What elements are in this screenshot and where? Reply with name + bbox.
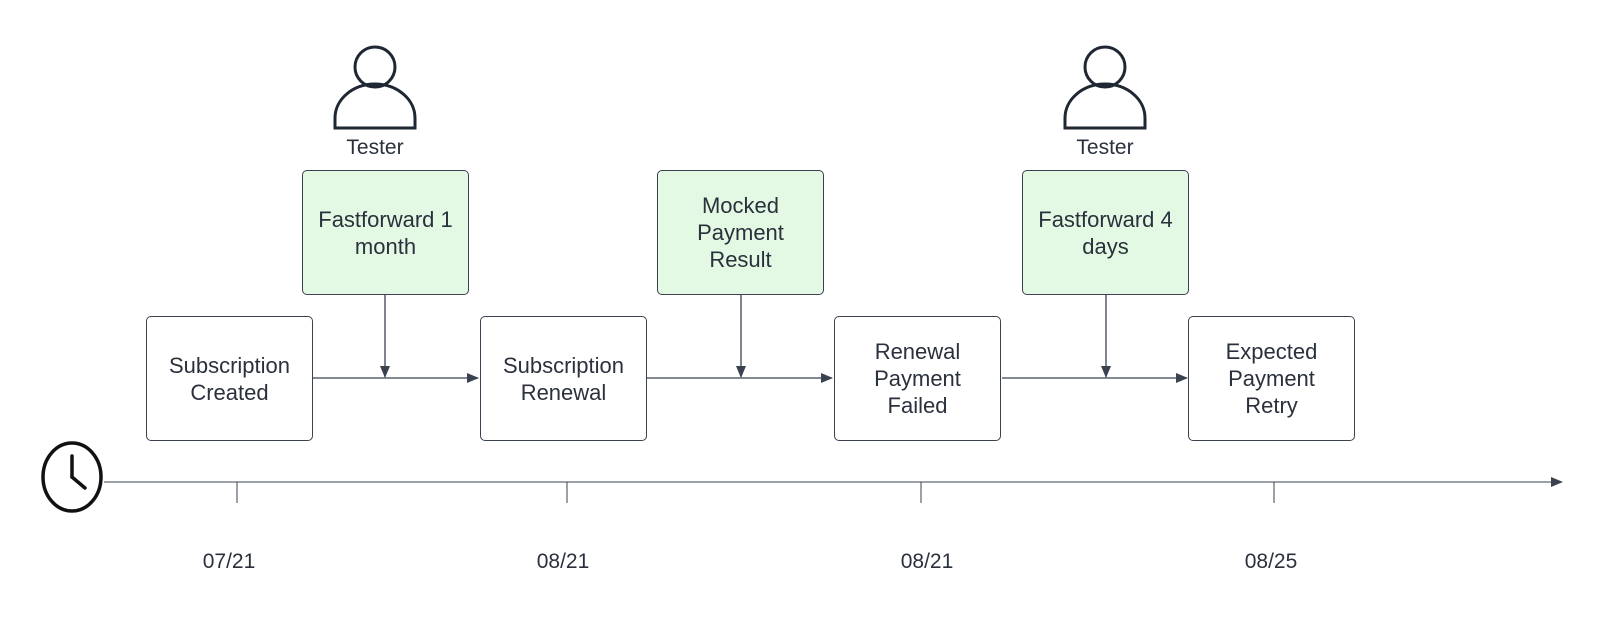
event-box-subscription-renewal: Subscription Renewal: [480, 316, 647, 441]
event-box-subscription-created: Subscription Created: [146, 316, 313, 441]
event-box-renewal-payment-failed: Renewal Payment Failed: [834, 316, 1001, 441]
date-label-4: 08/25: [1244, 550, 1298, 573]
person-icon: [1063, 45, 1147, 130]
date-label-1: 07/21: [202, 550, 256, 573]
person-icon: [333, 45, 417, 130]
date-label-3: 08/21: [900, 550, 954, 573]
action-box-fastforward-1-month: Fastforward 1 month: [302, 170, 469, 295]
actor-label-3: Tester: [1076, 136, 1134, 159]
action-box-fastforward-4-days: Fastforward 4 days: [1022, 170, 1189, 295]
date-label-2: 08/21: [536, 550, 590, 573]
clock-icon: [41, 441, 103, 513]
action-box-mocked-payment-result: Mocked Payment Result: [657, 170, 824, 295]
actor-label-1: Tester: [346, 136, 404, 159]
event-box-expected-payment-retry: Expected Payment Retry: [1188, 316, 1355, 441]
